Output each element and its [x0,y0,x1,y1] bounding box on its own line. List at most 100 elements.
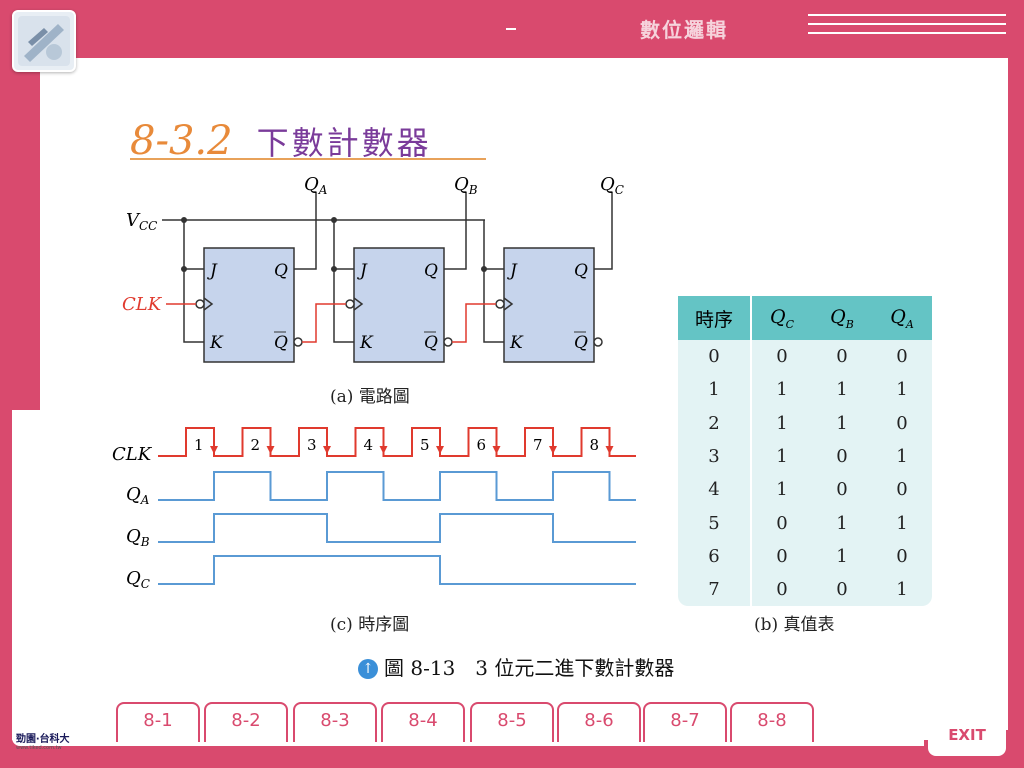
truth-table-cell: 0 [896,412,908,434]
clock-wiring [166,303,496,343]
svg-text:K: K [209,333,224,353]
truth-table-cell: 1 [836,412,848,434]
tab-8-4[interactable]: 8-4 [381,702,465,742]
svg-text:J: J [207,261,218,281]
falling-edge-arrow-icon [436,446,444,454]
jk-wiring [183,220,504,343]
book-logo[interactable] [12,10,76,72]
header-lines [808,14,1006,41]
truth-table-cell: 1 [896,379,908,401]
tab-8-3[interactable]: 8-3 [293,702,377,742]
clk-pulse-number: 7 [533,436,543,454]
clk-pulse-number: 3 [307,436,317,454]
truth-table-cell: 0 [776,512,788,534]
table-caption: (b) 真值表 [754,615,835,635]
tab-8-2[interactable]: 8-2 [204,702,288,742]
flipflop-a: J Q K Q [195,247,303,363]
svg-text:Q: Q [274,261,288,281]
truth-table-row: 0 0 0 0 [678,340,932,374]
truth-table-cell: 2 [678,406,752,440]
qa-waveform [158,471,636,501]
tab-8-8[interactable]: 8-8 [730,702,814,742]
figure-caption-text: 圖 8-13 3 位元二進下數計數器 [384,656,675,680]
truth-table-cell: 1 [896,579,908,601]
brand-name: 勁園‧台科大 [16,734,70,745]
header-sequence: 時序 [678,296,752,340]
header-qa: QA [872,296,932,340]
publisher-brand: 勁園‧台科大 www.tiked.com.tw [16,730,69,751]
timing-clk-label: CLK [112,444,153,465]
qc-waveform [158,555,636,585]
page-number: • 8-29 • [870,732,924,746]
timing-qa-label: QA [126,484,150,507]
falling-edge-arrow-icon [605,446,614,454]
tab-8-5[interactable]: 8-5 [470,702,554,742]
truth-table-cell: 0 [776,346,788,368]
svg-text:K: K [359,333,374,353]
brand-url: www.tiked.com.tw [16,745,62,751]
output-qa-label: QA [304,174,328,197]
timing-qc-label: QC [126,568,150,591]
falling-edge-arrow-icon [492,446,501,454]
q-outputs [294,192,613,270]
section-title: 下數計數器 [256,124,432,162]
truth-table-cell: 0 [896,545,908,567]
qb-waveform [158,513,636,543]
truth-table-cell: 0 [776,579,788,601]
truth-table-cell: 7 [678,573,752,607]
circuit-caption: (a) 電路圖 [330,387,410,407]
figure-caption: ↑ 圖 8-13 3 位元二進下數計數器 [358,652,674,681]
truth-table-cell: 1 [678,373,752,407]
clk-pulse-number: 1 [194,436,204,454]
truth-table-cell: 1 [836,379,848,401]
clk-pulse-number: 5 [420,436,430,454]
book-title: 數位邏輯 [640,18,728,42]
header-qc: QC [751,296,812,340]
clk-pulse-number: 2 [251,436,261,454]
truth-table-cell: 0 [836,346,848,368]
falling-edge-arrow-icon [323,446,331,454]
circuit-diagram: VCC J Q K Q J Q K Q J Q [122,174,624,363]
falling-edge-arrow-icon [379,446,388,454]
up-arrow-icon[interactable]: ↑ [358,659,378,679]
falling-edge-arrow-icon [266,446,275,454]
truth-table-cell: 1 [776,446,788,468]
truth-table-row: 1 1 1 1 [678,373,932,407]
tab-8-6[interactable]: 8-6 [557,702,641,742]
tab-8-7[interactable]: 8-7 [643,702,727,742]
truth-table-cell: 0 [896,346,908,368]
svg-text:Q: Q [274,333,288,353]
section-number: 8-3.2 [130,118,233,164]
truth-table-cell: 0 [896,479,908,501]
tab-8-1[interactable]: 8-1 [116,702,200,742]
svg-text:J: J [357,261,368,281]
output-qb-label: QB [454,174,478,197]
flipflop-c: J Q K Q [495,247,603,363]
junction-dots [181,217,487,272]
truth-table-cell: 6 [678,539,752,574]
falling-edge-arrow-icon [549,446,557,454]
falling-edge-arrow-icon [210,446,218,454]
svg-text:Q: Q [574,261,588,281]
truth-table-cell: 0 [776,545,788,567]
truth-table-cell: 1 [776,379,788,401]
svg-text:Q: Q [424,333,438,353]
truth-table-cell: 0 [678,340,752,374]
timing-caption: (c) 時序圖 [330,615,410,635]
clk-pulse-number: 8 [590,436,600,454]
timing-qb-label: QB [126,526,150,549]
heading-underline [130,158,486,160]
truth-table-cell: 1 [776,479,788,501]
exit-button[interactable]: EXIT [928,714,1006,756]
truth-table-cell: 1 [896,446,908,468]
